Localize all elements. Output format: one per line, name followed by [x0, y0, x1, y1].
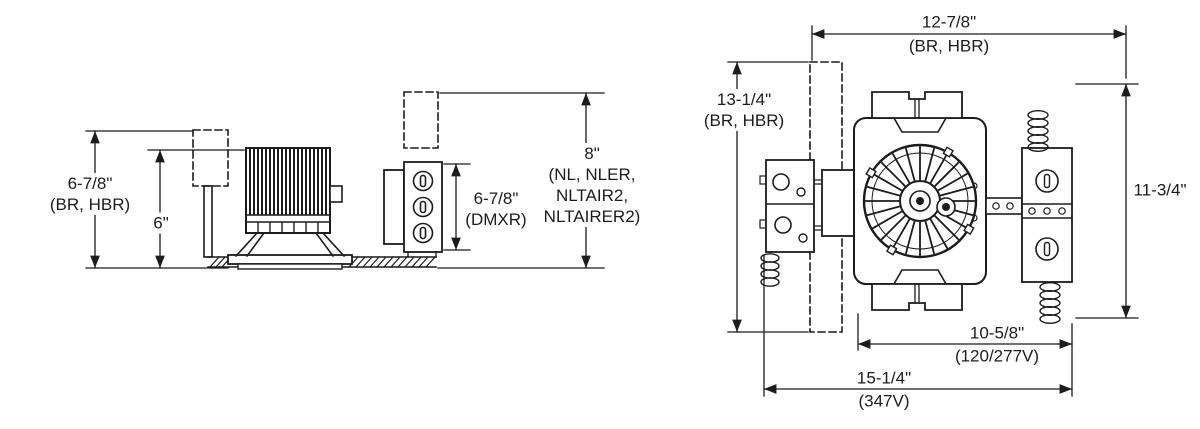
- bar-hanger-post: [203, 185, 213, 258]
- dim-value: 6-7/8": [473, 189, 519, 208]
- dim-value: 6": [153, 213, 169, 233]
- label-side-overall-height: 6-7/8" (BR, HBR): [46, 173, 134, 215]
- dim-value: 11-3/4": [1133, 180, 1187, 200]
- dim-note: (BR, HBR): [49, 195, 131, 214]
- label-left-height: 13-1/4" (BR, HBR): [700, 89, 788, 131]
- label-right-height: 11-3/4": [1134, 180, 1187, 201]
- label-side-nl-height: 8" (NL, NLER, NLTAIR2, NLTAIRER2): [540, 143, 644, 227]
- dim-note: (DMXR): [465, 210, 527, 229]
- dim-note: (120/277V): [954, 346, 1040, 366]
- heatsink-fins: [249, 149, 327, 215]
- mounting-bracket-bottom: [871, 283, 963, 311]
- label-bottom-inner-value: 10-5/8": [970, 323, 1024, 344]
- label-bottom-outer-note: (347V): [858, 391, 909, 412]
- housing-tab: [329, 185, 343, 203]
- mounting-bracket-left: [821, 169, 855, 237]
- dim-value: 12-7/8": [921, 12, 977, 32]
- knockout-circles: [412, 170, 434, 244]
- label-top-width-value: 12-7/8": [922, 12, 976, 33]
- dim-bottom-outer-width: [763, 255, 1073, 397]
- dim-note: NLTAIRER2): [543, 207, 641, 226]
- heatsink-housing: [245, 147, 343, 234]
- label-bottom-inner-note: (120/277V): [955, 346, 1039, 367]
- dim-value: 15-1/4": [856, 368, 912, 388]
- flex-conduit-left: [760, 253, 780, 287]
- label-side-inner-height: 6": [150, 212, 172, 234]
- spring-bottom: [1039, 282, 1061, 325]
- top-view-drawing: [727, 25, 1139, 397]
- dim-side-dmxr-height: [443, 163, 471, 251]
- dim-value: 6-7/8": [67, 174, 113, 193]
- dim-note: (BR, HBR): [703, 111, 785, 130]
- hanger-arm-right: [985, 197, 1023, 215]
- trim-flange: [227, 231, 353, 270]
- fixture-circle: [862, 143, 978, 259]
- spring-top: [1027, 109, 1049, 152]
- dim-note: NLTAIR2,: [555, 186, 629, 205]
- dim-value: 8": [584, 144, 600, 163]
- dim-value: 10-5/8": [969, 323, 1025, 343]
- mounting-bracket-top: [871, 91, 963, 119]
- junction-box-left: [759, 159, 823, 287]
- raised-position-dashed: [192, 91, 439, 187]
- dim-side-inner-height: [147, 149, 245, 269]
- junction-box-side: [383, 161, 443, 258]
- side-view-drawing: [85, 91, 605, 270]
- label-side-dmxr-height: 6-7/8" (DMXR): [465, 188, 526, 230]
- label-bottom-outer-value: 15-1/4": [857, 368, 911, 389]
- dim-note: (NL, NLER,: [548, 165, 636, 184]
- reflector-cone: [234, 231, 346, 258]
- dim-note: (BR, HBR): [908, 36, 990, 56]
- dim-bottom-inner-width: [857, 313, 1073, 397]
- dim-right-height: [1075, 83, 1139, 319]
- label-top-width-note: (BR, HBR): [909, 36, 989, 57]
- dim-note: (347V): [858, 391, 910, 411]
- rim-tabs: [865, 146, 975, 256]
- fixture-knob: [936, 197, 956, 217]
- junction-box-right: [1021, 147, 1073, 283]
- dim-value: 13-1/4": [716, 90, 772, 109]
- dim-top-width: [811, 25, 1127, 79]
